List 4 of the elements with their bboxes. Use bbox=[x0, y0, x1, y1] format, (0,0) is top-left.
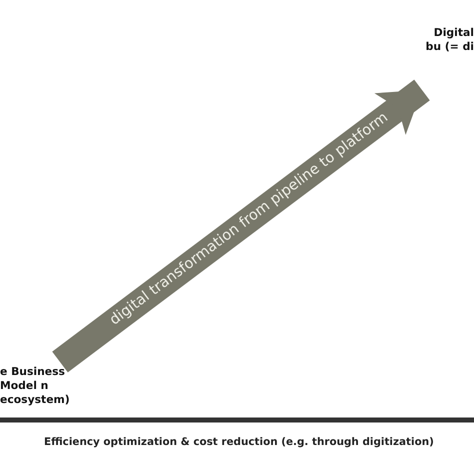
node-label: Digital bu (= di bbox=[418, 26, 474, 54]
axis-label: Efficiency optimization & cost reduction (e.g. through digitization) bbox=[44, 436, 434, 448]
node-label: e Business Model n ecosystem) bbox=[0, 365, 92, 407]
thick-arrow bbox=[52, 80, 430, 372]
